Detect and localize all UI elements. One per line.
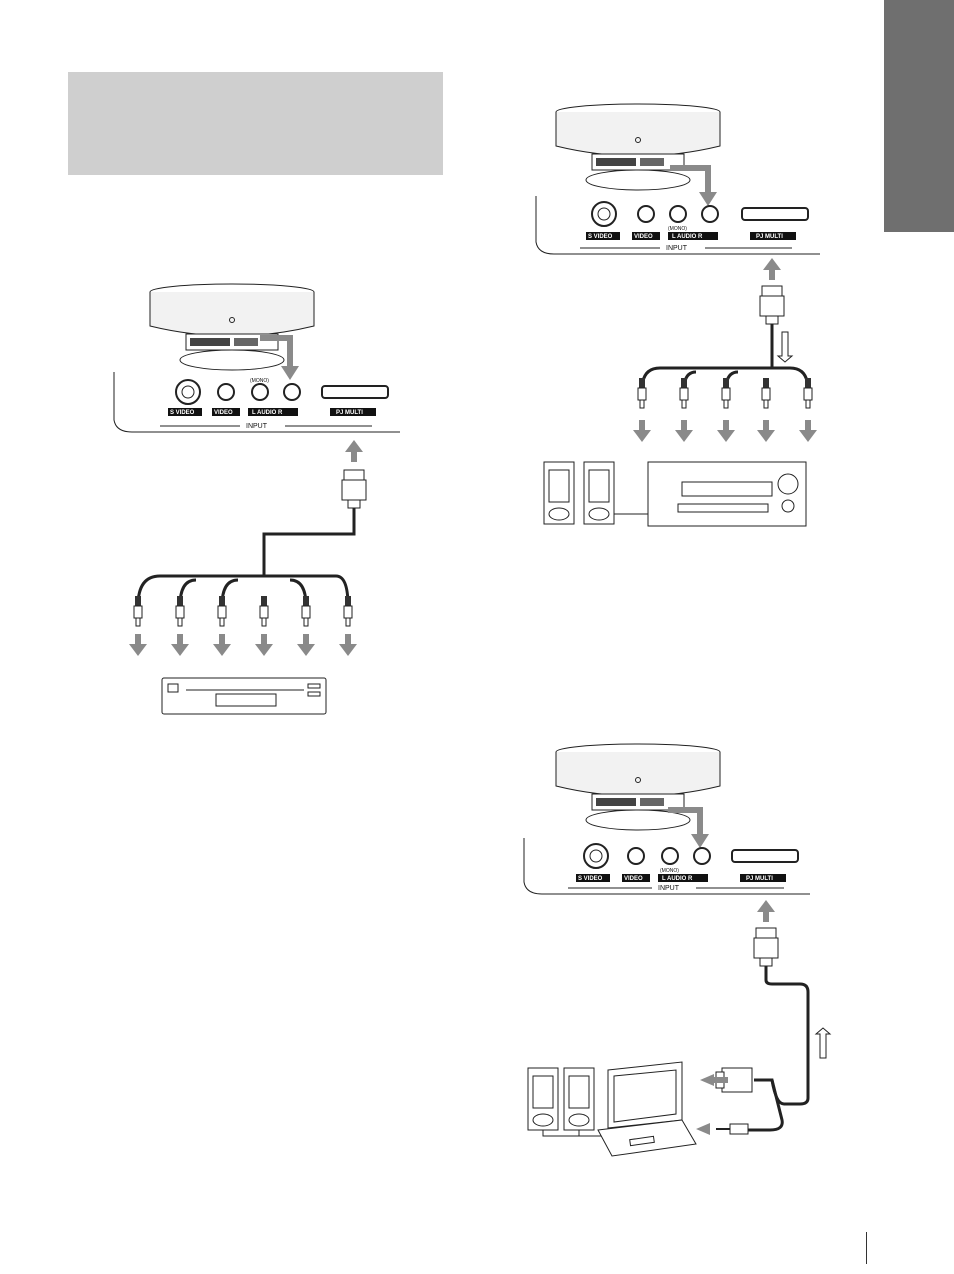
connection-diagram-dvd: (MONO) S VIDEO VIDEO L AUDIO R PJ MULTI …: [113, 283, 400, 715]
s-video-port: [175, 379, 201, 405]
speaker-illustration: [583, 461, 615, 525]
connection-diagram-av-amplifier: (MONO) S VIDEO VIDEO L AUDIO R PJ MULTI …: [535, 103, 820, 527]
speaker-illustration: [527, 1067, 559, 1131]
video-label: VIDEO: [624, 876, 643, 882]
section-tab: [884, 0, 954, 232]
input-label: INPUT: [666, 245, 688, 252]
audio-label: L AUDIO R: [672, 234, 703, 240]
pj-multi-label: PJ MULTI: [756, 234, 783, 240]
mono-label: (MONO): [668, 226, 687, 232]
s-video-label: S VIDEO: [170, 410, 195, 416]
section-title-box: [68, 72, 443, 175]
s-video-label: S VIDEO: [578, 876, 603, 882]
audio-label: L AUDIO R: [252, 410, 283, 416]
s-video-label: S VIDEO: [588, 234, 613, 240]
speaker-illustration: [563, 1067, 595, 1131]
video-label: VIDEO: [214, 410, 233, 416]
dvd-player-illustration: [161, 677, 327, 715]
audio-label: L AUDIO R: [662, 876, 693, 882]
pj-multi-label: PJ MULTI: [746, 876, 773, 882]
pj-multi-label: PJ MULTI: [336, 410, 363, 416]
page-number-rule: [866, 1232, 867, 1264]
input-label: INPUT: [658, 885, 680, 892]
speaker-illustration: [543, 461, 575, 525]
video-label: VIDEO: [634, 234, 653, 240]
mono-label: (MONO): [250, 378, 269, 384]
av-amplifier-illustration: [647, 461, 807, 527]
mono-label: (MONO): [660, 868, 679, 874]
input-label: INPUT: [246, 423, 268, 430]
laptop-illustration: [597, 1061, 697, 1157]
audio-plug-illustration: [716, 1123, 749, 1135]
connection-diagram-computer: (MONO) S VIDEO VIDEO L AUDIO R PJ MULTI …: [523, 743, 832, 1157]
